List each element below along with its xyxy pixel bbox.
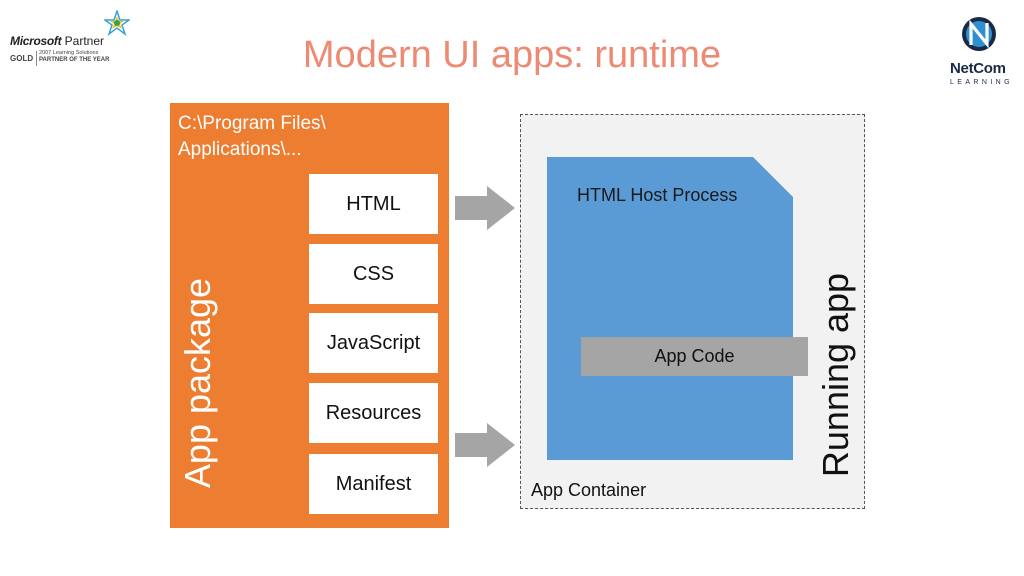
microsoft-partner-text: Microsoft Partner [10, 34, 104, 48]
netcom-learning-logo: NetCom LEARNING [940, 10, 1024, 90]
package-path-line2: Applications\... [178, 139, 302, 160]
arrow-right-icon [455, 186, 515, 230]
package-item-manifest: Manifest [309, 454, 438, 514]
package-path: C:\Program Files\ Applications\... [178, 111, 326, 163]
package-item-resources: Resources [309, 383, 438, 443]
html-host-process-label: HTML Host Process [577, 185, 738, 205]
package-item-css: CSS [309, 244, 438, 304]
package-item-html: HTML [309, 174, 438, 234]
app-container: HTML Host Process App Code App Container… [520, 114, 865, 509]
slide-title: Modern UI apps: runtime [302, 34, 722, 76]
logo-divider [36, 51, 37, 66]
app-container-label: App Container [531, 480, 647, 500]
app-package-label: App package [177, 277, 219, 489]
netcom-globe-icon [962, 17, 996, 51]
partner-award-text: 2007 Learning Solutions PARTNER OF THE Y… [39, 50, 110, 63]
package-item-javascript: JavaScript [309, 313, 438, 373]
app-package-block: C:\Program Files\ Applications\... App p… [170, 103, 449, 528]
running-app-label: Running app [815, 272, 857, 478]
html-host-process-box [547, 157, 793, 460]
gold-tier-text: GOLD [10, 54, 34, 63]
microsoft-partner-logo: Microsoft Partner GOLD 2007 Learning Sol… [8, 8, 130, 68]
arrow-right-icon [455, 423, 515, 467]
package-path-line1: C:\Program Files\ [178, 113, 326, 134]
app-code-box: App Code [581, 337, 808, 376]
partner-star-icon [104, 10, 130, 36]
netcom-name: NetCom [950, 60, 1006, 77]
netcom-tagline: LEARNING [950, 79, 1013, 86]
